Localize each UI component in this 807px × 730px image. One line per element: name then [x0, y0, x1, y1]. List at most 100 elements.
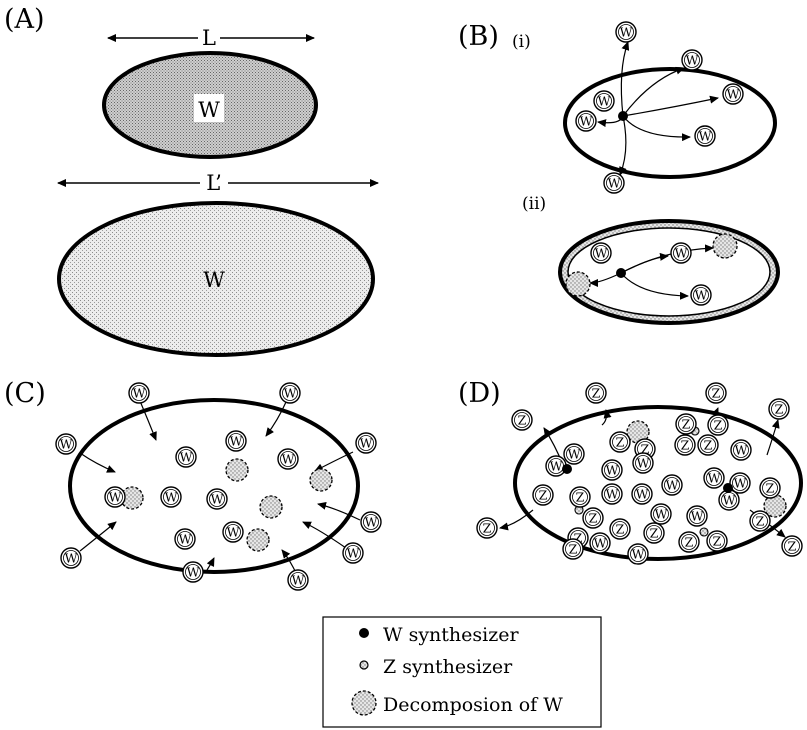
- flow-arrow: [317, 501, 361, 521]
- svg-text:W: W: [594, 536, 607, 551]
- decomposition-site: [565, 271, 591, 297]
- flow-arrow: [601, 409, 612, 426]
- svg-text:Z: Z: [788, 539, 797, 554]
- svg-text:Z: Z: [641, 442, 650, 457]
- molecule-z: Z: [707, 414, 729, 436]
- svg-text:W: W: [608, 176, 621, 191]
- panel-c-label: (C): [4, 378, 46, 409]
- svg-text:W: W: [620, 25, 633, 40]
- svg-text:W: W: [568, 447, 581, 462]
- svg-text:W: W: [180, 450, 193, 465]
- panel-d-label: (D): [458, 378, 501, 409]
- svg-text:Z: Z: [650, 526, 659, 541]
- svg-text:W: W: [636, 487, 649, 502]
- svg-text:W: W: [734, 476, 747, 491]
- decomposition-site: [225, 458, 249, 482]
- molecule-w: W: [694, 125, 716, 147]
- flow-arrow: [499, 509, 534, 531]
- molecule-w: W: [631, 483, 653, 505]
- molecule-z: Z: [749, 510, 771, 532]
- molecule-w: W: [287, 569, 309, 591]
- molecule-w: W: [55, 433, 77, 455]
- molecule-w: W: [175, 446, 197, 468]
- flow-arrow: [622, 115, 691, 142]
- molecule-w: W: [601, 459, 623, 481]
- w-synthesizer: [616, 268, 626, 278]
- flow-arrow: [79, 521, 117, 552]
- svg-text:Z: Z: [682, 417, 691, 432]
- molecule-z: Z: [781, 535, 803, 557]
- svg-text:Z: Z: [775, 402, 784, 417]
- molecule-w: W: [722, 83, 744, 105]
- flow-arrow: [620, 244, 714, 274]
- w-synthesizer-key: [359, 628, 369, 638]
- molecule-w: W: [729, 472, 751, 494]
- molecule-w: W: [650, 503, 672, 525]
- flow-arrow: [766, 419, 780, 456]
- molecule-w: W: [174, 528, 196, 550]
- svg-text:W: W: [695, 288, 708, 303]
- svg-text:W: W: [179, 532, 192, 547]
- svg-text:Z: Z: [592, 386, 601, 401]
- svg-text:Z: Z: [616, 522, 625, 537]
- panel-b-sub-ii: (ii): [522, 194, 546, 214]
- large-cell-label: W: [203, 268, 225, 292]
- molecule-z: Z: [585, 382, 607, 404]
- svg-text:W: W: [606, 463, 619, 478]
- flow-arrow: [139, 400, 157, 441]
- svg-text:W: W: [580, 114, 593, 129]
- flow-arrow: [302, 521, 347, 549]
- molecule-z: Z: [582, 507, 604, 529]
- decomposition-key: [351, 690, 377, 716]
- svg-text:W: W: [727, 87, 740, 102]
- svg-text:Z: Z: [483, 521, 492, 536]
- flow-arrow: [206, 557, 215, 571]
- molecule-z: Z: [511, 409, 533, 431]
- molecule-w: W: [360, 511, 382, 533]
- panel-a-label: (A): [4, 4, 45, 35]
- svg-text:W: W: [723, 493, 736, 508]
- svg-text:Z: Z: [766, 481, 775, 496]
- molecule-w: W: [730, 439, 752, 461]
- molecule-w: W: [342, 542, 364, 564]
- flow-arrow: [622, 95, 719, 117]
- molecule-z: Z: [569, 486, 591, 508]
- flow-arrow: [619, 115, 627, 176]
- molecule-z: Z: [476, 517, 498, 539]
- svg-text:L: L: [202, 26, 216, 50]
- cell-c: [68, 398, 360, 574]
- decomposition-site: [259, 495, 283, 519]
- molecule-w: W: [279, 382, 301, 404]
- svg-text:W: W: [675, 246, 688, 261]
- molecule-w: W: [60, 547, 82, 569]
- svg-text:W: W: [187, 565, 200, 580]
- molecule-z: Z: [532, 484, 554, 506]
- molecule-w: W: [160, 486, 182, 508]
- svg-text:W: W: [133, 386, 146, 401]
- legend: W synthesizer Z synthesizer Decomposion …: [322, 616, 602, 728]
- w-synthesizer: [723, 483, 733, 493]
- svg-text:W: W: [347, 546, 360, 561]
- molecule-w: W: [545, 455, 567, 477]
- molecule-w: W: [128, 382, 150, 404]
- legend-decomposition: Decomposion of W: [383, 694, 563, 716]
- svg-text:W: W: [735, 443, 748, 458]
- panel-b-sub-i: (i): [512, 32, 531, 52]
- molecule-z: Z: [697, 434, 719, 456]
- molecule-w: W: [575, 110, 597, 132]
- flow-arrow: [620, 41, 630, 117]
- molecule-w: W: [690, 284, 712, 306]
- molecule-z: Z: [609, 431, 631, 453]
- svg-text:W: W: [282, 452, 295, 467]
- molecule-w: W: [593, 90, 615, 112]
- svg-text:Z: Z: [518, 413, 527, 428]
- svg-text:W: W: [65, 551, 78, 566]
- svg-text:W: W: [230, 434, 243, 449]
- svg-text:Z: Z: [539, 488, 548, 503]
- svg-text:Z: Z: [712, 386, 721, 401]
- svg-text:W: W: [227, 525, 240, 540]
- decomposition-site: [120, 486, 144, 510]
- molecule-z: Z: [706, 530, 728, 552]
- molecule-z: Z: [675, 413, 697, 435]
